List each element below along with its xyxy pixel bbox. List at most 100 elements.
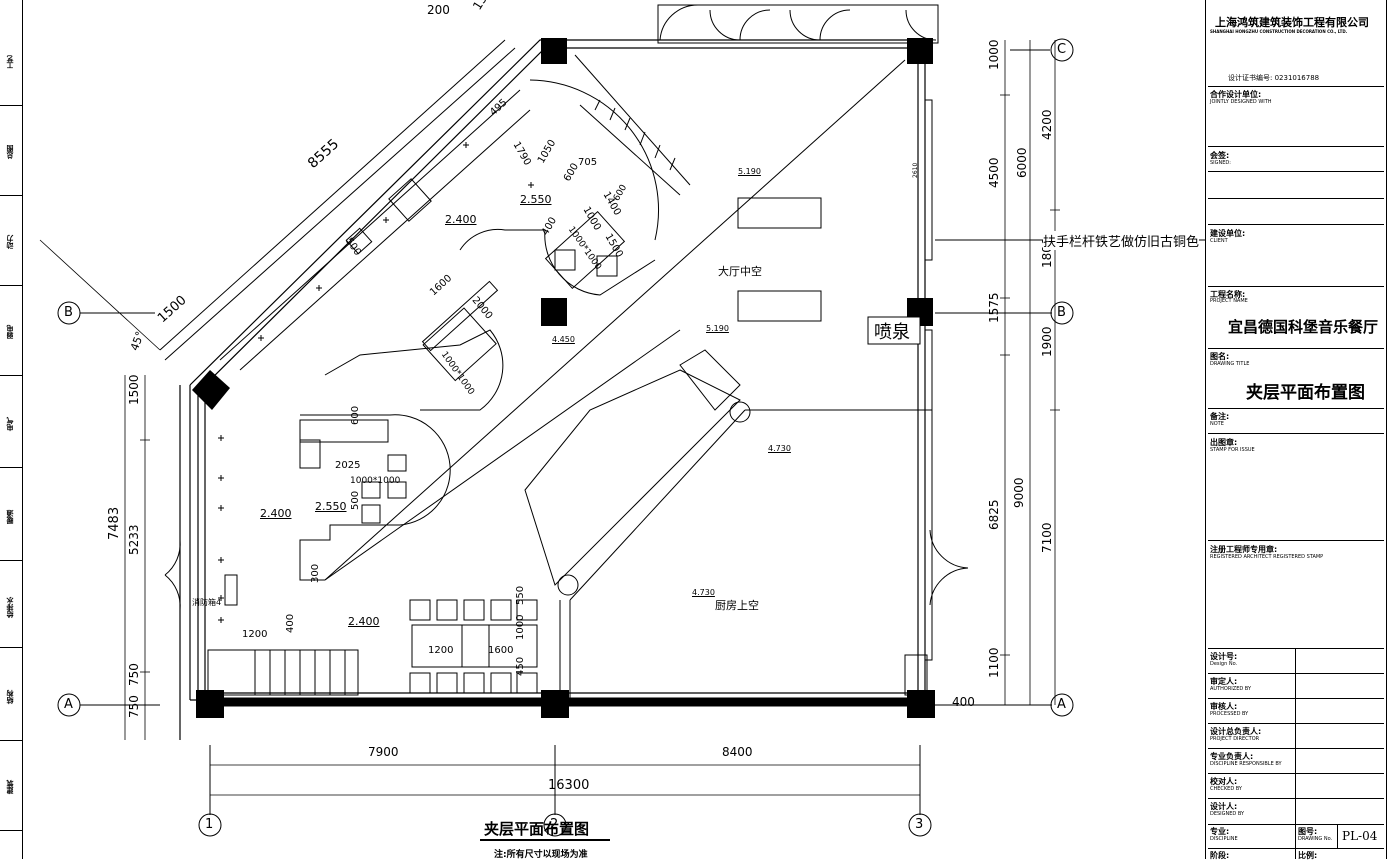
- dimension-r400: 400: [952, 695, 975, 709]
- light-fixtures: [218, 142, 534, 623]
- dimension-i500a: 500: [342, 236, 363, 258]
- dimension-r1100: 1100: [987, 647, 1001, 678]
- side-doors: [164, 529, 969, 611]
- drawing-no-value: PL-04: [1342, 829, 1378, 843]
- dimension-d1500: 1500: [155, 292, 190, 327]
- plan-annotations: 20013008555150045°1500748352337507501000…: [64, 0, 1200, 860]
- level-mark-l4730b: 4.730: [692, 588, 715, 597]
- discipline-tab-separator: [0, 195, 22, 196]
- dimension-i705: 705: [578, 157, 598, 168]
- grid-bubble-label-right_a: A: [1057, 697, 1066, 712]
- room-label-handrail: 扶手栏杆铁艺做仿旧古铜色: [1043, 231, 1200, 250]
- grid-bubbles: [57, 38, 1074, 837]
- dimension-i1790: 1790: [510, 140, 533, 168]
- company-name-cn: 上海鸿筑建筑装饰工程有限公司: [1215, 16, 1369, 29]
- discipline-tab-separator: [0, 105, 22, 106]
- dimension-i1000x1000b: 1000*1000: [438, 350, 476, 397]
- signoff-label-en: DESIGNED BY: [1210, 811, 1245, 817]
- dimension-i1000a: 1000: [580, 205, 603, 233]
- dimension-i1000x1000c: 1000*1000: [350, 476, 401, 486]
- level-mark-l4730a: 4.730: [768, 444, 791, 453]
- right-windows: [904, 99, 933, 696]
- signoff-label: 设计总负责人:: [1210, 727, 1262, 736]
- dimension-i1000x1000a: 1000*1000: [565, 225, 603, 272]
- drawing-note: 注:所有尺寸以现场为准: [494, 850, 588, 860]
- dimension-lines: [39, 40, 1060, 796]
- signoff-label-en: Design No.: [1210, 661, 1238, 667]
- grid-bubble-label-bottom_3: 3: [915, 817, 924, 832]
- dimension-i2025: 2025: [335, 460, 361, 471]
- dimension-b16300: 16300: [548, 778, 590, 793]
- level-mark-l5190a: 5.190: [738, 167, 761, 176]
- signoff-row-divider: [1208, 773, 1384, 774]
- dimension-r1000: 1000: [987, 39, 1001, 70]
- dimension-i495: 495: [488, 97, 510, 119]
- signoff-label: 设计号:: [1210, 652, 1238, 661]
- level-mark-l2550a: 2.550: [520, 193, 552, 206]
- coop-label: 合作设计单位:: [1210, 90, 1262, 99]
- client-label-en: CLIENT: [1210, 238, 1228, 244]
- discipline-label-en: DISCIPLINE: [1210, 836, 1238, 842]
- company-name-en: SHANGHAI HONGZHU CONSTRUCTION DECORATION…: [1210, 29, 1348, 34]
- drawing-no-label-en: DRAWING No.: [1298, 836, 1333, 842]
- scale-label: 比例:: [1298, 851, 1318, 860]
- signoff-label: 设计人:: [1210, 802, 1238, 811]
- dimension-r6000: 6000: [1015, 147, 1029, 178]
- project-label: 工程名称:: [1210, 290, 1246, 299]
- grid-bubble-label-top_c: C: [1057, 42, 1067, 57]
- discipline-tab-separator: [0, 375, 22, 376]
- dimension-i2610: 2610: [912, 162, 919, 178]
- stamp-label: 出图章:: [1210, 438, 1238, 447]
- dimension-i600a: 600: [562, 161, 582, 184]
- dimension-d45: 45°: [128, 329, 147, 353]
- cert-number: 设计证书编号: 0231016788: [1228, 74, 1320, 82]
- structural-columns: [192, 38, 935, 718]
- dimension-i1600b: 1600: [488, 645, 514, 656]
- floor-plan-drawing: [39, 4, 1205, 841]
- signoff-label-en: PROCESSED BY: [1210, 711, 1249, 717]
- discipline-label: 专业:: [1210, 827, 1230, 836]
- drawing-title-label: 图名:: [1210, 352, 1230, 361]
- dimension-i400b: 400: [285, 613, 296, 633]
- dimension-i600c: 600: [350, 405, 361, 425]
- client-label: 建设单位:: [1210, 229, 1246, 238]
- reg-stamp-label-en: REGISTERED ARCHITECT REGISTERED STAMP: [1210, 554, 1324, 560]
- room-label-fire_box: 消防箱4: [192, 598, 222, 607]
- room-label-atrium: 大厅中空: [718, 265, 762, 278]
- signoff-label: 审核人:: [1210, 702, 1238, 711]
- room-label-kitchen: 厨房上空: [715, 599, 759, 612]
- project-label-en: PROJECT NAME: [1210, 298, 1248, 304]
- dimension-i1200a: 1200: [242, 629, 268, 640]
- top-doors: [657, 4, 939, 44]
- dimension-r4500: 4500: [987, 157, 1001, 188]
- dimension-i450: 450: [515, 656, 526, 676]
- discipline-tab-separator: [0, 740, 22, 741]
- discipline-tab-separator: [0, 467, 22, 468]
- dimension-i300: 300: [310, 563, 321, 583]
- diagonal-bench: [159, 39, 531, 371]
- signed-label-en: SIGNED:: [1210, 160, 1231, 166]
- title-block-inner-border: [1208, 0, 1387, 859]
- level-mark-l5190b: 5.190: [706, 324, 729, 333]
- raised-platforms: [299, 228, 656, 581]
- drawing-no-divider: [1295, 824, 1296, 859]
- dimension-i2000: 2000: [469, 295, 495, 322]
- signed-label: 会签:: [1210, 151, 1230, 160]
- signoff-row-divider: [1208, 748, 1384, 749]
- signoff-row-divider: [1208, 673, 1384, 674]
- dimension-d8555: 8555: [305, 136, 343, 172]
- signoff-label: 审定人:: [1210, 677, 1238, 686]
- dimension-r7100: 7100: [1040, 522, 1054, 553]
- coop-label-en: JOINTLY DESIGNED WITH: [1210, 99, 1272, 105]
- note-label: 备注:: [1210, 412, 1230, 421]
- dimension-l1500: 1500: [127, 374, 141, 405]
- dimension-b7900: 7900: [368, 745, 399, 759]
- dimension-i1200b: 1200: [428, 645, 454, 656]
- signoff-label-en: DISCIPLINE RESPONSIBLE BY: [1210, 761, 1282, 767]
- dimension-d200: 200: [427, 3, 450, 17]
- grid-bubble-label-bottom_2: 2: [550, 817, 559, 832]
- dimension-i600b: 600: [612, 183, 630, 203]
- drawing-no-divider-2: [1337, 824, 1338, 848]
- atrium-void: [324, 59, 925, 700]
- signoff-label: 校对人:: [1210, 777, 1238, 786]
